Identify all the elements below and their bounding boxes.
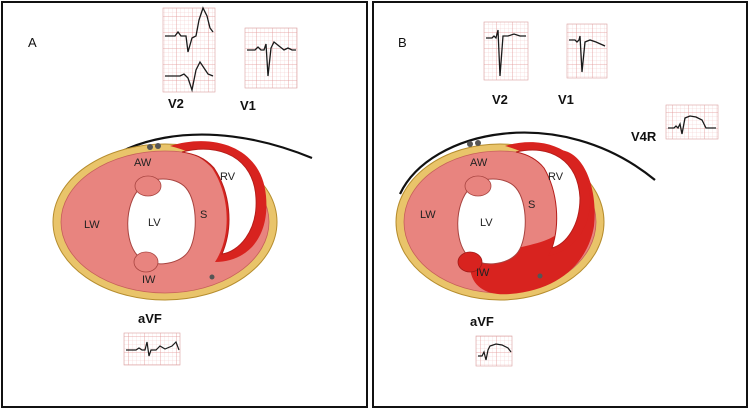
panel-b: B V2 V1 V4R [373,2,747,407]
lead-label-v1-b: V1 [558,92,574,107]
lead-label-v1-a: V1 [240,98,256,113]
wall-label-lw-a: LW [84,219,100,231]
ecg-strip-avf-b [476,336,512,366]
wall-label-aw-b: AW [470,157,488,169]
panel-b-letter: B [398,35,407,50]
wall-label-iw-b: IW [476,267,490,279]
wall-label-rv-a: RV [220,171,236,183]
ecg-strip-v1-b [567,24,607,78]
wall-label-rv-b: RV [548,171,564,183]
wall-label-iw-a: IW [142,274,156,286]
ecg-strip-avf-a [124,333,180,365]
lead-label-v2-a: V2 [168,96,184,111]
wall-label-aw-a: AW [134,157,152,169]
wall-label-lv-b: LV [480,217,493,229]
lead-label-avf-a: aVF [138,311,162,326]
ecg-strip-v4r-b [666,105,718,139]
lead-label-v4r-b: V4R [631,129,657,144]
wall-label-s-b: S [528,199,535,211]
panel-a-letter: A [28,35,37,50]
wall-label-lv-a: LV [148,217,161,229]
ecg-strip-v2-a [163,8,215,92]
wall-label-s-a: S [200,209,207,221]
lead-label-avf-b: aVF [470,314,494,329]
panel-a: A V2 V1 [2,2,367,407]
lead-label-v2-b: V2 [492,92,508,107]
ecg-strip-v1-a [245,28,297,88]
ecg-strip-v2-b [484,22,528,80]
wall-label-lw-b: LW [420,209,436,221]
